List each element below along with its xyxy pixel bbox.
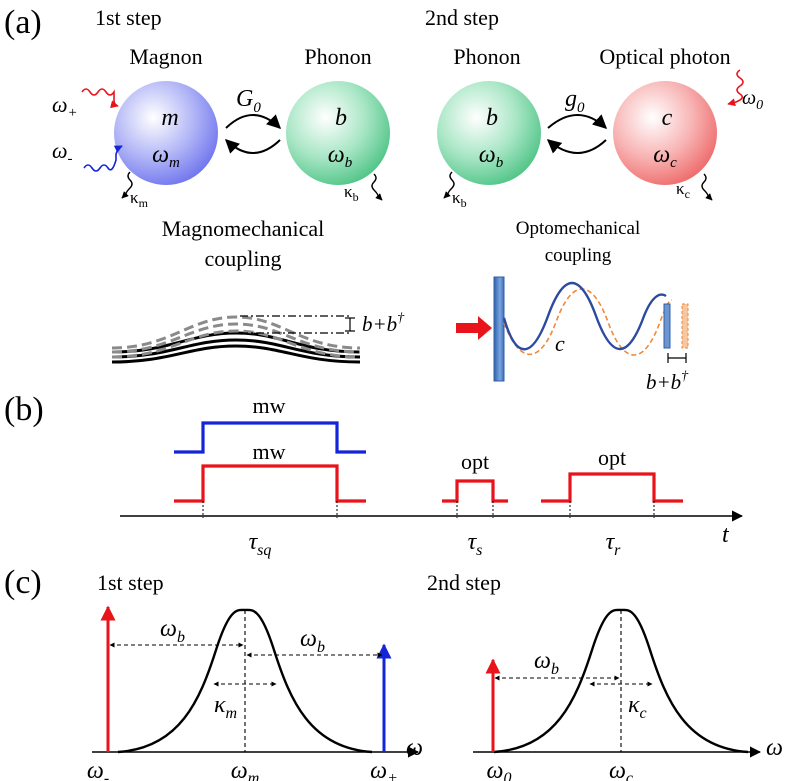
panel-c-label: (c) [4,564,42,601]
cavity-field-wave [502,282,667,351]
drive-plus-wave [81,88,119,109]
kappa-c-label-c: κc [628,692,647,722]
displacement-label-1: b+b† [362,311,405,336]
phonon2-sphere [437,81,541,185]
omega-m-tick: ωm [231,758,260,781]
damping-b2-squiggle [443,171,455,199]
step2-title: 2nd step [425,5,499,30]
kappa-b-label-a1: κb [344,182,359,204]
omega-plus-tick: ω+ [370,758,398,781]
coupling-arrow-forward-1 [225,114,282,129]
deformation-sketch [111,315,361,364]
magnon-sphere [114,81,218,185]
optomech-caption-1: Optomechanical [516,218,641,239]
drive-omega0-wave [727,69,744,107]
kappa-b-label-a2: κb [452,188,467,210]
photon-symbol: c [662,105,673,131]
mw-blue-label: mw [253,393,286,418]
tau-sq-label: τsq [249,529,272,559]
c-step1-title: 1st step [97,570,164,595]
omega-0-label-a: ω0 [742,87,763,113]
mw-blue-pulse [174,421,366,454]
tau-r-label: τr [606,529,622,559]
panel-a: (a) 1st step 2nd step Magnon Phonon Phon… [4,4,763,394]
coupling-arrow-back-1 [224,139,281,154]
magnon-name: Magnon [129,44,202,69]
phonon1-sphere [286,81,390,185]
omega-0-tick: ω0 [487,758,512,781]
g0-label: g0 [565,86,585,116]
kappa-c-label-a: κc [676,179,690,201]
displaced-mirror [681,303,689,349]
opt-long-label: opt [598,445,626,470]
G0-label: G0 [236,86,261,116]
movable-mirror [663,303,671,349]
omega-minus-tick: ω- [87,758,109,781]
c-step2-title: 2nd step [427,570,501,595]
magnon-symbol: m [161,105,178,131]
panel-b-label: (b) [4,391,44,428]
omega-b-left-label: ωb [160,616,185,646]
step1-title: 1st step [95,5,162,30]
omega-b-right-label: ωb [300,626,325,656]
phonon2-name: Phonon [453,44,520,69]
displacement-label-2: b+b† [646,369,689,394]
input-laser-arrow [456,316,492,340]
photon-name: Optical photon [599,44,730,69]
phonon1-freq: ωb [328,142,353,171]
tau-s-label: τs [468,529,483,559]
omega-c-tick: ωc [609,758,633,781]
drive-minus-wave [83,145,123,172]
phonon2-freq: ωb [479,142,504,171]
mw-red-label: mw [253,439,286,464]
photon-freq: ωc [653,142,677,171]
omega-axis-1-label: ω [406,735,423,761]
cavity-field-label: c [555,331,565,356]
kappa-m-label-c: κm [214,692,237,722]
panel-b: (b) mw mw opt opt t τsq τs τr [4,391,744,559]
omega-minus-label: ω- [52,138,73,167]
opt-short-label: opt [461,449,489,474]
phonon1-name: Phonon [304,44,371,69]
panel-a-label: (a) [4,4,42,41]
mw-red-pulse [174,464,366,503]
optomech-cavity [456,276,689,382]
damping-m-squiggle [121,171,133,199]
coupling-arrow-back-2 [546,139,607,154]
fixed-mirror [493,276,505,382]
omega-axis-2-label: ω [766,735,783,761]
panel-c: (c) 1st step 2nd step ω ω ωb ωb ωb κm κc… [4,564,783,781]
photon-sphere [613,81,717,185]
phonon2-symbol: b [486,105,498,131]
opt-short-pulse [442,479,508,503]
phonon1-symbol: b [335,105,347,131]
coupling-arrow-forward-2 [547,114,608,129]
magnomech-caption-1: Magnomechanical [162,216,325,241]
kappa-m-label-a: κm [130,188,149,210]
opt-long-pulse [541,472,683,503]
magnon-freq: ωm [152,142,180,171]
damping-b1-squiggle [371,173,383,201]
omega-plus-label: ω+ [52,92,78,121]
optomech-caption-2: coupling [545,245,612,266]
omega-b-2-label: ωb [534,648,559,678]
damping-c-squiggle [701,173,713,201]
displaced-field-wave [503,288,673,356]
magnomech-caption-2: coupling [205,246,282,271]
time-axis-label: t [722,522,730,548]
